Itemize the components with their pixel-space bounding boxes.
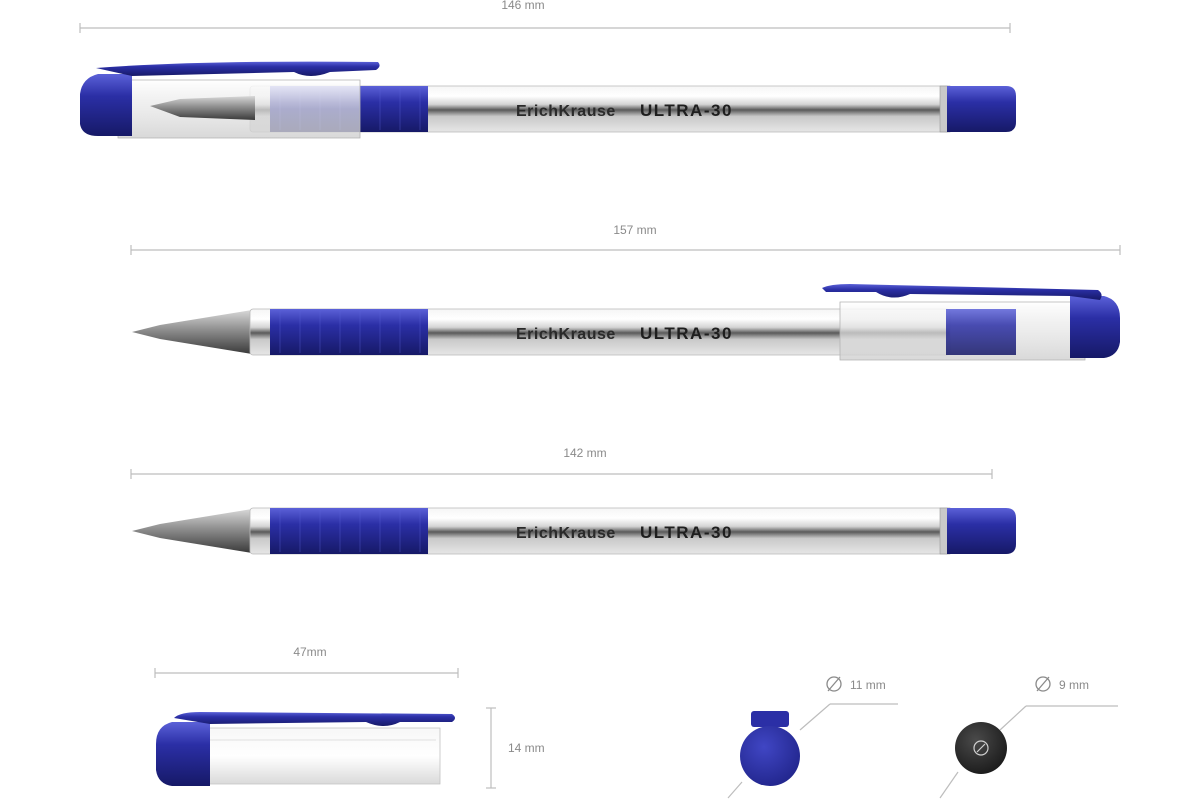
model-label: ULTRA-30	[640, 324, 733, 343]
dimension-line-142: 142 mm	[130, 446, 993, 479]
dimension-label-157: 157 mm	[613, 223, 656, 237]
cap-end-blue	[1070, 296, 1120, 358]
brand-label: ErichKrause	[516, 103, 616, 120]
pen-tip	[132, 509, 252, 553]
model-label: ULTRA-30	[640, 101, 733, 120]
dimension-label-cap-length: 47mm	[293, 645, 326, 659]
diameter-icon	[1035, 676, 1051, 692]
brand-label: ErichKrause	[516, 326, 616, 343]
diameter-icon	[826, 676, 842, 692]
grip-blue	[270, 508, 428, 554]
model-label: ULTRA-30	[640, 523, 733, 542]
pen-capped: ErichKrause ULTRA-30	[80, 61, 1016, 139]
dimension-line-146: 146 mm	[79, 0, 1011, 33]
cap-cross-section: 11 mm	[727, 676, 898, 799]
cap-clip	[96, 61, 380, 76]
end-plug-blue	[947, 86, 1016, 132]
end-plug-blue	[947, 508, 1016, 554]
cap-diameter-label: 11 mm	[850, 678, 886, 692]
pen-tip	[132, 310, 252, 354]
dimension-label-142: 142 mm	[563, 446, 606, 460]
cap-clip	[822, 284, 1102, 300]
dimension-line-cap-height: 14 mm	[486, 707, 545, 789]
pen-body: ErichKrause ULTRA-30	[132, 507, 1016, 555]
cap-detail	[156, 712, 455, 786]
cap-diameter-circle	[740, 726, 800, 786]
grip-blue	[270, 309, 428, 355]
pen-posted: ErichKrause ULTRA-30	[132, 284, 1120, 361]
brand-label: ErichKrause	[516, 525, 616, 542]
cap-end-blue	[80, 74, 132, 136]
dimension-line-157: 157 mm	[130, 223, 1121, 255]
dimension-line-cap-length: 47mm	[154, 645, 459, 678]
dimension-label-cap-height: 14 mm	[508, 741, 545, 755]
dimension-label-146: 146 mm	[501, 0, 544, 12]
body-diameter-label: 9 mm	[1059, 678, 1089, 692]
body-cross-section: 9 mm	[939, 676, 1118, 799]
cap-clip	[174, 712, 455, 726]
cap-end-blue	[156, 722, 210, 786]
